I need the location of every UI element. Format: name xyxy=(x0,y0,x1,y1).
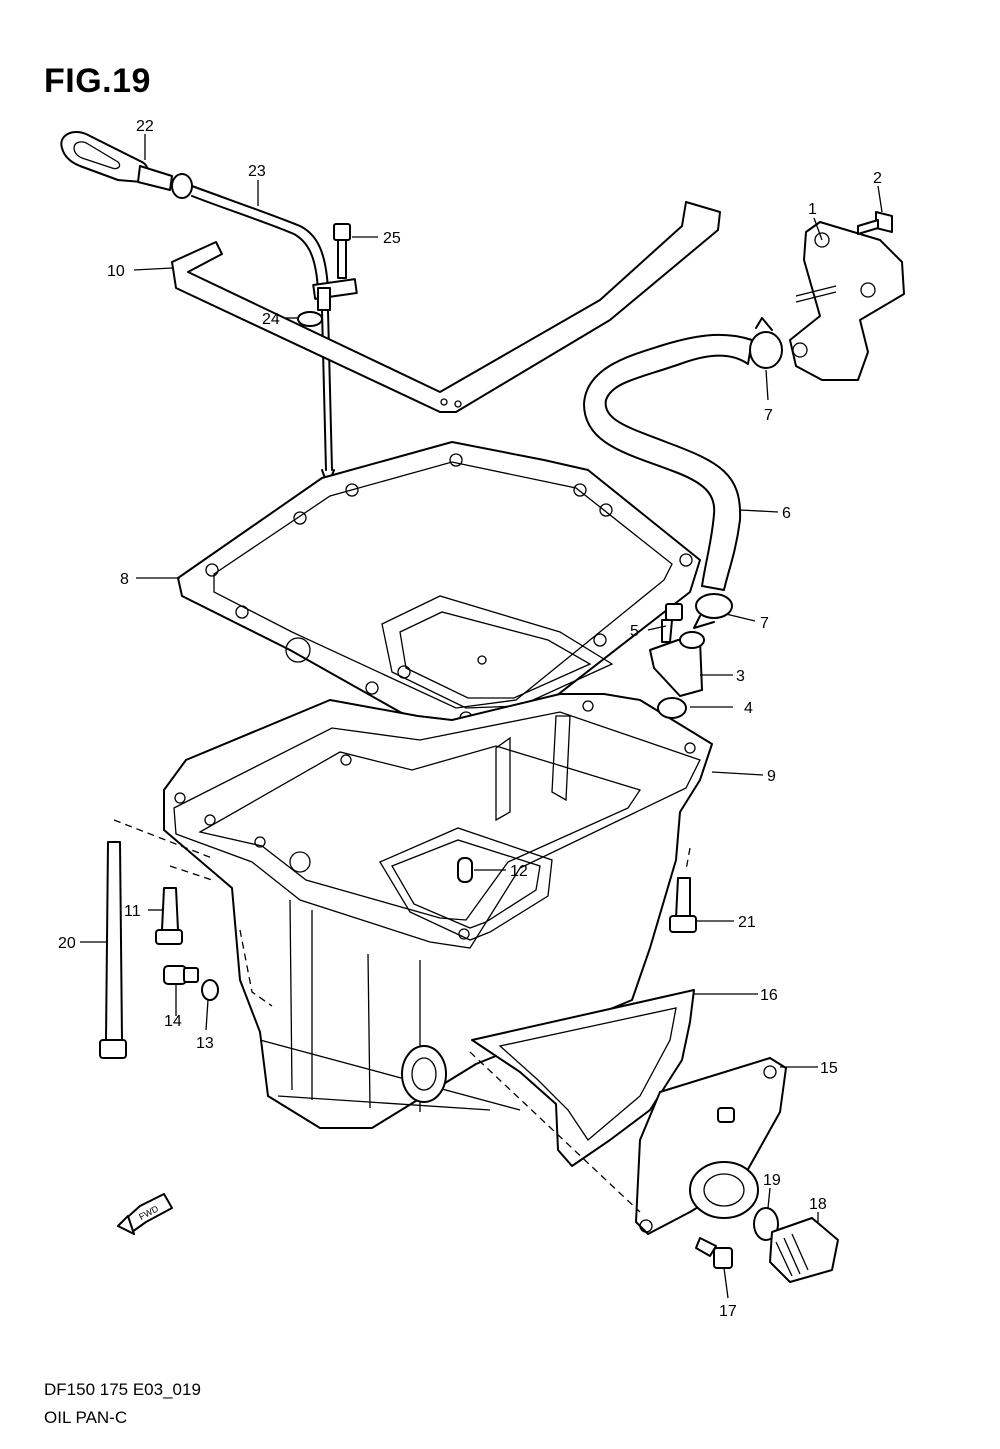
callout-1: 1 xyxy=(808,201,817,218)
callout-13: 13 xyxy=(196,1035,214,1052)
oil-pan-gasket-8[interactable] xyxy=(177,441,701,733)
cover-plate-15[interactable] xyxy=(635,1057,787,1235)
callout-19: 19 xyxy=(763,1172,781,1189)
callout-10: 10 xyxy=(107,263,125,280)
bolt-21[interactable] xyxy=(669,877,697,933)
plug-14[interactable] xyxy=(163,965,199,985)
callout-25: 25 xyxy=(383,230,401,247)
baffle-bracket-10[interactable] xyxy=(171,201,721,413)
hose-clip-7-upper[interactable] xyxy=(749,317,783,369)
callout-6: 6 xyxy=(782,505,791,522)
callout-24: 24 xyxy=(262,311,280,328)
plug-18[interactable] xyxy=(769,1217,839,1283)
housing-1[interactable] xyxy=(789,221,905,381)
callout-21: 21 xyxy=(738,914,756,931)
bolt-2[interactable] xyxy=(857,211,893,235)
callout-23: 23 xyxy=(248,163,266,180)
bolt-5[interactable] xyxy=(661,603,683,643)
hose-6[interactable] xyxy=(583,333,753,591)
fwd-direction-arrow: FWD xyxy=(117,1193,173,1235)
cover-gasket-16[interactable] xyxy=(471,989,695,1167)
callout-18: 18 xyxy=(809,1196,827,1213)
fitting-3[interactable] xyxy=(649,631,705,697)
leader-lines xyxy=(80,134,883,1299)
callout-3: 3 xyxy=(736,668,745,685)
callout-20: 20 xyxy=(58,935,76,952)
callout-12: 12 xyxy=(510,863,528,880)
figure-title: FIG.19 xyxy=(44,62,151,100)
callout-16: 16 xyxy=(760,987,778,1004)
figure-code: DF150 175 E03_019 xyxy=(44,1380,201,1399)
figure-name: OIL PAN-C xyxy=(44,1408,128,1427)
alignment-lines xyxy=(113,819,691,1213)
callout-4: 4 xyxy=(744,700,753,717)
bolt-17[interactable] xyxy=(695,1237,733,1269)
callout-17: 17 xyxy=(719,1303,737,1320)
hose-clip-7-lower[interactable] xyxy=(693,593,733,629)
callout-15: 15 xyxy=(820,1060,838,1077)
bolt-11[interactable] xyxy=(155,887,183,945)
callout-8: 8 xyxy=(120,571,129,588)
callout-2: 2 xyxy=(873,170,882,187)
callout-22: 22 xyxy=(136,118,154,135)
bolt-20[interactable] xyxy=(99,841,127,1059)
callout-5: 5 xyxy=(630,623,639,640)
callout-7-lower: 7 xyxy=(760,615,769,632)
callout-14: 14 xyxy=(164,1013,182,1030)
dipstick-handle[interactable] xyxy=(60,130,193,199)
callout-7-upper: 7 xyxy=(764,407,773,424)
callout-11: 11 xyxy=(124,903,141,920)
dipstick-guide-tube[interactable] xyxy=(191,185,358,487)
washer-13[interactable] xyxy=(201,979,219,1001)
o-ring-4[interactable] xyxy=(657,697,687,719)
callouts: 1 2 3 4 5 6 7 7 8 9 10 11 12 13 14 15 16… xyxy=(58,118,882,1320)
bolt-25[interactable] xyxy=(333,223,351,279)
o-ring-24[interactable] xyxy=(297,311,323,327)
callout-9: 9 xyxy=(767,768,776,785)
